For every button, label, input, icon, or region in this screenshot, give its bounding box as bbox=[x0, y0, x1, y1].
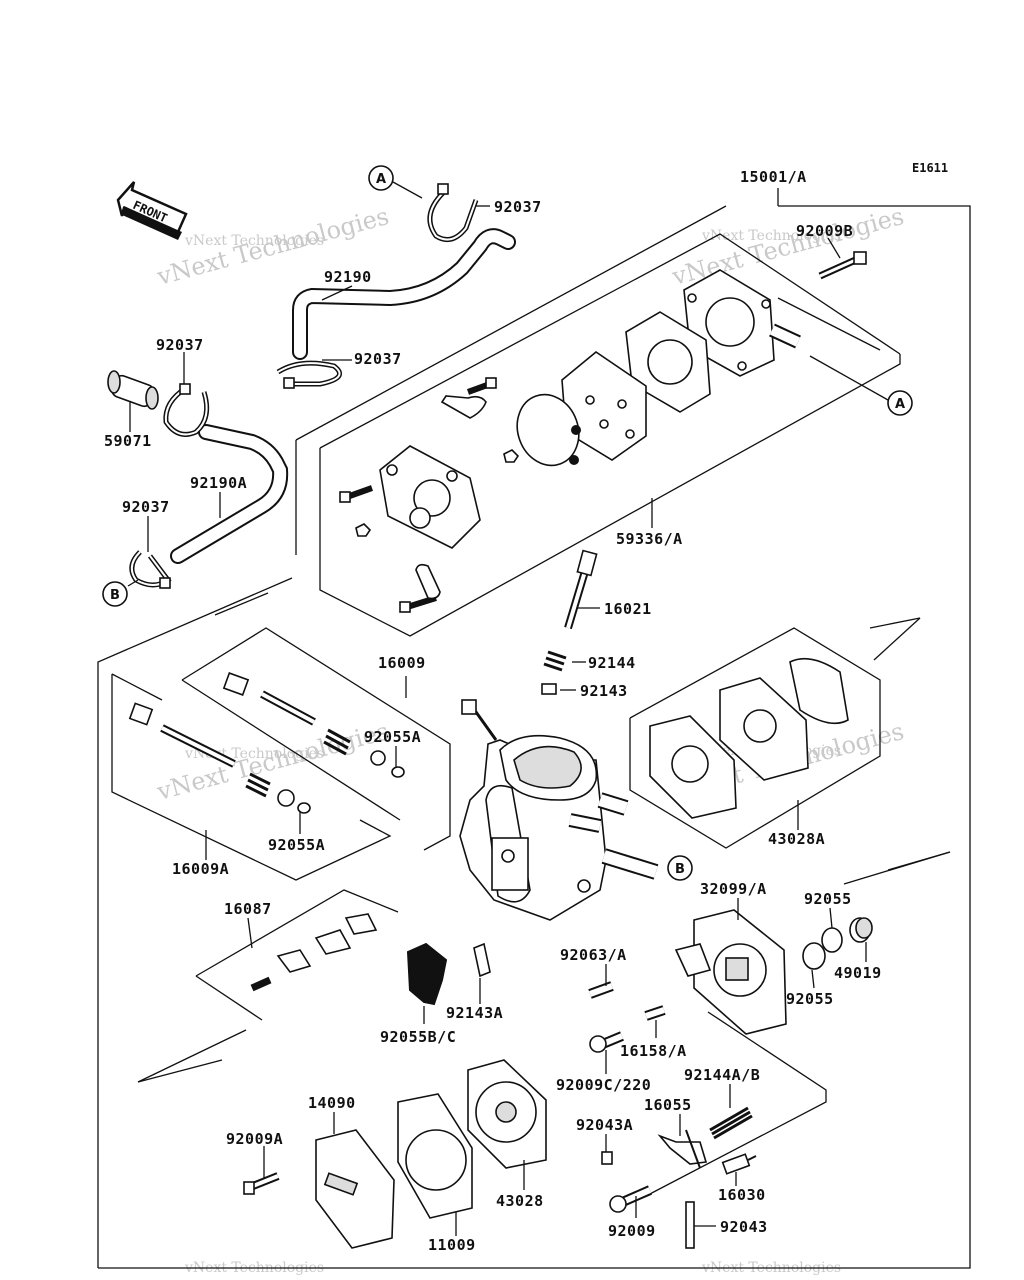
label-32099: 32099/A bbox=[700, 880, 767, 898]
label-92143A: 92143A bbox=[446, 1004, 503, 1022]
float-bowl-parts bbox=[588, 909, 873, 1249]
label-16158: 16158/A bbox=[620, 1042, 687, 1060]
label-43028A: 43028A bbox=[768, 830, 825, 848]
leader-lines bbox=[127, 181, 889, 1236]
oring-92055-1 bbox=[821, 927, 843, 953]
watermark: vNext Technologies bbox=[184, 233, 324, 249]
label-11009: 11009 bbox=[428, 1236, 476, 1254]
assembly-outline bbox=[97, 188, 971, 1269]
small-screws bbox=[339, 377, 520, 613]
screw-92009C bbox=[589, 1031, 624, 1053]
lower-carb-parts bbox=[243, 913, 547, 1249]
label-92009A: 92009A bbox=[226, 1130, 283, 1148]
pump-oring bbox=[516, 393, 581, 467]
pump-body bbox=[379, 445, 481, 549]
screw-92063 bbox=[588, 981, 614, 999]
screw-92009 bbox=[609, 1185, 653, 1213]
gaskets-16087 bbox=[250, 913, 378, 992]
ref-a: A bbox=[895, 397, 905, 412]
label-92144AB: 92144A/B bbox=[684, 1066, 760, 1084]
label-59071: 59071 bbox=[104, 432, 152, 450]
ref-b: B bbox=[675, 862, 685, 877]
lever-16055 bbox=[657, 1129, 708, 1169]
label-16009: 16009 bbox=[378, 654, 426, 672]
gasket-11009 bbox=[397, 1093, 473, 1219]
oring-92055-2 bbox=[802, 942, 826, 970]
cap-49019 bbox=[849, 917, 873, 943]
label-92063: 92063/A bbox=[560, 946, 627, 964]
label-92009: 92009 bbox=[608, 1222, 656, 1240]
label-92009C: 92009C/220 bbox=[556, 1076, 651, 1094]
needle-jet-parts bbox=[128, 549, 598, 814]
filter-59071 bbox=[107, 370, 159, 410]
plug-92143 bbox=[541, 683, 557, 695]
jet-set-16009A bbox=[128, 702, 311, 814]
check-valves bbox=[415, 395, 487, 600]
label-92037: 92037 bbox=[156, 336, 204, 354]
watermark: vNext Technologies bbox=[668, 202, 906, 291]
label-59336: 59336/A bbox=[616, 530, 683, 548]
spring-92144A bbox=[709, 1106, 753, 1140]
pin-92043 bbox=[685, 1201, 695, 1249]
label-16030: 16030 bbox=[718, 1186, 766, 1204]
label-14090: 14090 bbox=[308, 1094, 356, 1112]
ref-b: B bbox=[110, 588, 120, 603]
label-16055: 16055 bbox=[644, 1096, 692, 1114]
gasket-set-43028A bbox=[649, 657, 849, 819]
label-92055: 92055 bbox=[786, 990, 834, 1008]
needle-16030 bbox=[721, 1153, 757, 1175]
label-92055: 92055 bbox=[804, 890, 852, 908]
ref-circles: A A B B bbox=[102, 165, 913, 881]
cover-14090 bbox=[315, 1129, 395, 1249]
clamp-92037-top bbox=[427, 188, 479, 243]
label-92009B: 92009B bbox=[796, 222, 853, 240]
cover-32099 bbox=[674, 909, 787, 1035]
plate-92143A bbox=[473, 942, 491, 978]
label-92144: 92144 bbox=[588, 654, 636, 672]
label-49019: 49019 bbox=[834, 964, 882, 982]
label-92055A: 92055A bbox=[268, 836, 325, 854]
pilot-screw-16021 bbox=[564, 549, 598, 630]
label-92055BC: 92055B/C bbox=[380, 1028, 456, 1046]
label-92037: 92037 bbox=[494, 198, 542, 216]
fuel-hoses bbox=[107, 183, 516, 589]
label-92043A: 92043A bbox=[576, 1116, 633, 1134]
label-92037: 92037 bbox=[122, 498, 170, 516]
spring-92144 bbox=[543, 650, 567, 672]
screw-16158 bbox=[644, 1005, 666, 1021]
diagram-code: E1611 bbox=[912, 161, 948, 175]
label-92190: 92190 bbox=[324, 268, 372, 286]
carburetor-body bbox=[459, 699, 659, 921]
ref-a: A bbox=[376, 172, 386, 187]
fuel-pump-parts bbox=[339, 251, 867, 613]
label-15001: 15001/A bbox=[740, 168, 807, 186]
label-43028: 43028 bbox=[496, 1192, 544, 1210]
label-16021: 16021 bbox=[604, 600, 652, 618]
jet-set-16009 bbox=[222, 672, 405, 778]
label-92043: 92043 bbox=[720, 1218, 768, 1236]
label-92190A: 92190A bbox=[190, 474, 247, 492]
label-16087: 16087 bbox=[224, 900, 272, 918]
front-arrow: FRONT bbox=[116, 181, 188, 240]
bolt-92009B bbox=[818, 251, 867, 280]
label-92055A: 92055A bbox=[364, 728, 421, 746]
diaphragm-43028 bbox=[467, 1059, 547, 1169]
label-16009A: 16009A bbox=[172, 860, 229, 878]
watermark: vNext Technologies bbox=[701, 228, 841, 244]
part-labels: 15001/A 92037 92009B 92190 92037 92037 5… bbox=[104, 168, 882, 1254]
bolt-92009A bbox=[243, 1172, 280, 1195]
label-92143: 92143 bbox=[580, 682, 628, 700]
label-92037: 92037 bbox=[354, 350, 402, 368]
plug-92043A bbox=[601, 1151, 613, 1165]
bracket-92055BC bbox=[406, 942, 448, 1006]
